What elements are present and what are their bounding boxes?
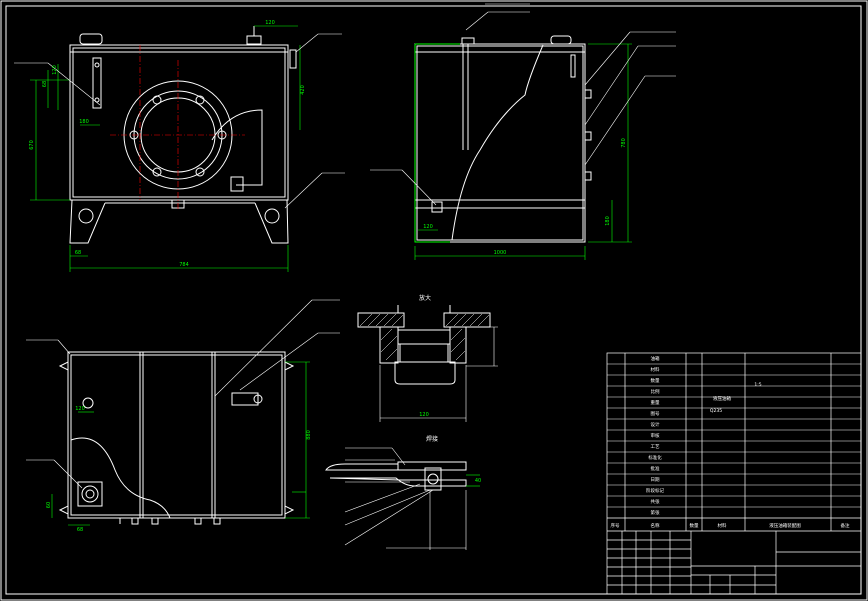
tb-code: 备注 <box>841 522 850 529</box>
title-block-row-label: 审核 <box>651 432 660 439</box>
side-view <box>414 35 592 243</box>
detail-top-label: 放大 <box>419 294 431 302</box>
detail-1 <box>357 305 491 385</box>
title-block-row-label: 材料 <box>651 366 660 373</box>
dim-side-bottom-right: 180 <box>605 216 611 226</box>
dim-front-bottom-left: 68 <box>75 250 81 256</box>
front-view <box>69 26 297 244</box>
detail-2-leaders <box>344 447 467 550</box>
tb-mid-entry-1: 液压油箱 <box>713 395 731 402</box>
detail-1-dimensions <box>379 326 498 422</box>
dim-front-top-right: 120 <box>265 20 275 26</box>
dim-front-width: 784 <box>179 262 189 268</box>
tb-mid-entry-2: Q235 <box>710 408 722 414</box>
plan-view-dimensions <box>51 361 310 526</box>
front-view-centerlines <box>110 45 245 210</box>
title-block-row-label: 日期 <box>651 477 660 483</box>
dim-plan-mark-1: 120 <box>75 406 85 412</box>
dim-plan-bottom-left: 68 <box>77 527 83 533</box>
dim-side-bottom-left: 120 <box>423 224 433 230</box>
title-block-row-label: 标准化 <box>648 454 662 461</box>
tb-material: 材料 <box>718 522 727 529</box>
title-block-row-label: 图号 <box>651 411 660 417</box>
title-block-row-label: 批准 <box>651 465 660 472</box>
dim-detail2-height: 40 <box>475 478 481 484</box>
title-block-row-label: 阶段标记 <box>646 487 664 494</box>
dim-front-sub-2: 120 <box>52 65 58 75</box>
dim-front-left-small: 180 <box>79 119 89 125</box>
title-block-row-label: 数量 <box>651 377 660 384</box>
plan-view-leaders <box>26 299 340 489</box>
dim-front-sub-1: 68 <box>42 81 48 87</box>
detail-2 <box>325 461 467 491</box>
plan-view <box>58 351 295 525</box>
title-block-row-label: 共张 <box>651 498 660 505</box>
title-block-row-label: 比例 <box>651 388 660 395</box>
front-view-dimensions <box>30 25 301 272</box>
title-block <box>606 352 862 595</box>
tb-right-entry-1: 1:5 <box>754 382 761 388</box>
detail-mid-label: 焊接 <box>426 435 438 443</box>
title-block-row-label: 重量 <box>651 399 660 406</box>
title-block-row-label: 工艺 <box>651 444 660 450</box>
title-block-row-label: 第张 <box>651 509 660 516</box>
title-block-row-label: 油箱 <box>651 355 660 362</box>
detail-2-green <box>466 474 480 487</box>
tb-qty: 数量 <box>690 522 699 529</box>
dim-side-height: 780 <box>621 138 627 148</box>
dim-front-height-left: 670 <box>29 140 35 150</box>
tb-remark: 液压油箱装配图 <box>769 522 801 529</box>
dim-side-width: 1000 <box>494 250 507 256</box>
inner-border <box>5 5 862 595</box>
side-view-leaders <box>370 3 676 206</box>
tb-seq: 序号 <box>611 522 620 529</box>
dim-detail-width: 120 <box>419 412 429 418</box>
dim-front-right-small: 420 <box>300 85 306 95</box>
side-view-green-edge <box>414 43 460 243</box>
side-view-dimensions <box>414 43 632 260</box>
detail-1-hatching <box>359 313 490 361</box>
dim-plan-left-height: 60 <box>46 502 52 508</box>
dim-plan-right-height: 880 <box>306 430 312 440</box>
tb-name: 名称 <box>651 522 660 529</box>
front-view-leaders <box>14 33 345 209</box>
title-block-row-label: 设计 <box>651 421 660 428</box>
